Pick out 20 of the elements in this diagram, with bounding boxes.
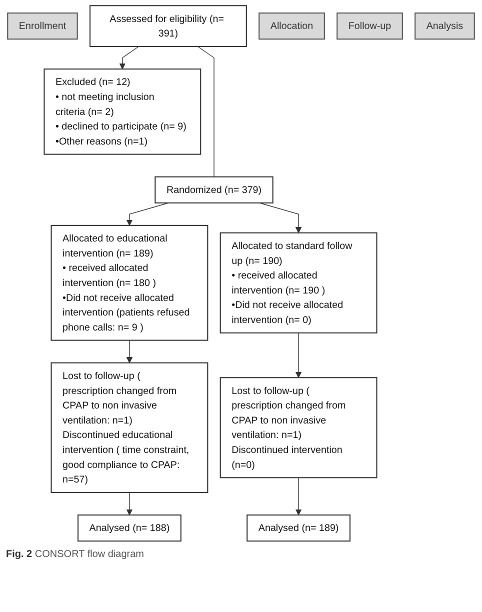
arrow xyxy=(126,492,133,516)
node-box: Analysed (n= 188) xyxy=(78,514,182,542)
node-box: Lost to follow-up ( prescription changed from CPAP to non invasive ventilation: n=1) Discontinued educational intervention ( time constraint, good compliance to CPAP: n=57) xyxy=(50,362,208,493)
node-box: Assessed for eligibility (n= 391) xyxy=(89,5,247,48)
node-box: Allocated to standard follow up (n= 190) • received allocated intervention (n= 190 ) •Did not receive allocated intervention (n= 0) xyxy=(220,232,378,334)
node-box: Analysis xyxy=(414,12,475,40)
node-box: Follow-up xyxy=(336,12,403,40)
node-box: Lost to follow-up ( prescription changed from CPAP to non invasive ventilation: n=1) Discontinued intervention (n=0) xyxy=(220,377,378,478)
node-box: Allocated to educational intervention (n= 189) • received allocated intervention (n= 180 ) •Did not receive allocated intervention (patients refused phone calls: n= 9 ) xyxy=(50,224,208,341)
node-box: Analysed (n= 189) xyxy=(246,514,351,542)
arrow xyxy=(295,477,302,516)
node-box: Allocation xyxy=(258,12,325,40)
node-box: Enrollment xyxy=(7,12,78,40)
node-box: Excluded (n= 12) • not meeting inclusion criteria (n= 2) • declined to participate (n= 9) •Other reasons (n=1) xyxy=(44,68,202,155)
connector xyxy=(197,46,214,178)
arrow xyxy=(295,332,302,378)
figure-caption: Fig. 2 CONSORT flow diagram xyxy=(6,548,144,560)
node-box: Randomized (n= 379) xyxy=(154,176,274,204)
arrow xyxy=(126,340,133,364)
arrow xyxy=(119,46,140,70)
